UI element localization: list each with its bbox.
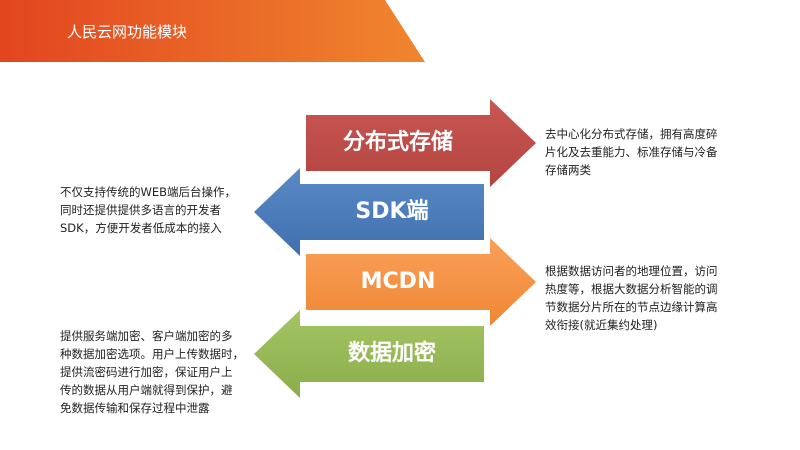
description-line: 节数据分片所在的节点边缘计算高 — [545, 300, 718, 314]
page-title: 人民云网功能模块 — [67, 23, 188, 41]
arrow-mcdn — [306, 238, 536, 326]
description-line: 根据数据访问者的地理位置，访问 — [545, 264, 718, 278]
title-banner — [0, 0, 425, 62]
description-line: 种数据加密选项。用户上传数据时， — [60, 347, 244, 361]
arrow-sdk — [254, 168, 484, 256]
description-mcdn: 根据数据访问者的地理位置，访问 热度等，根据大数据分析智能的调 节数据分片所在的… — [545, 262, 755, 334]
description-line: 去中心化分布式存储，拥有高度碎 — [545, 127, 718, 141]
description-line: 热度等，根据大数据分析智能的调 — [545, 282, 718, 296]
description-line: 片化及去重能力、标准存储与冷备 — [545, 145, 718, 159]
description-line: 传的数据从用户端就得到保护，避 — [60, 383, 233, 397]
description-line: 提供流密码进行加密，保证用户上 — [60, 365, 233, 379]
description-line: 效衔接(就近集约处理) — [545, 318, 658, 332]
arrow-distributed-storage — [306, 99, 536, 187]
description-line: 不仅支持传统的WEB端后台操作， — [60, 185, 237, 199]
label-mcdn: MCDN — [360, 269, 436, 294]
label-sdk: SDK端 — [355, 199, 429, 224]
description-line: 提供服务端加密、客户端加密的多 — [60, 329, 233, 343]
label-distributed-storage: 分布式存储 — [342, 130, 453, 155]
description-line: 免数据传输和保存过程中泄露 — [60, 401, 210, 415]
description-encryption: 提供服务端加密、客户端加密的多 种数据加密选项。用户上传数据时， 提供流密码进行… — [60, 327, 265, 417]
arrow-encryption — [254, 310, 484, 398]
description-sdk: 不仅支持传统的WEB端后台操作， 同时还提供提供多语言的开发者 SDK，方便开发… — [60, 183, 265, 237]
description-line: 存储两类 — [545, 163, 591, 177]
description-line: SDK，方便开发者低成本的接入 — [60, 221, 222, 235]
label-encryption: 数据加密 — [347, 341, 436, 366]
description-distributed-storage: 去中心化分布式存储，拥有高度碎 片化及去重能力、标准存储与冷备 存储两类 — [545, 125, 755, 179]
description-line: 同时还提供提供多语言的开发者 — [60, 203, 221, 217]
